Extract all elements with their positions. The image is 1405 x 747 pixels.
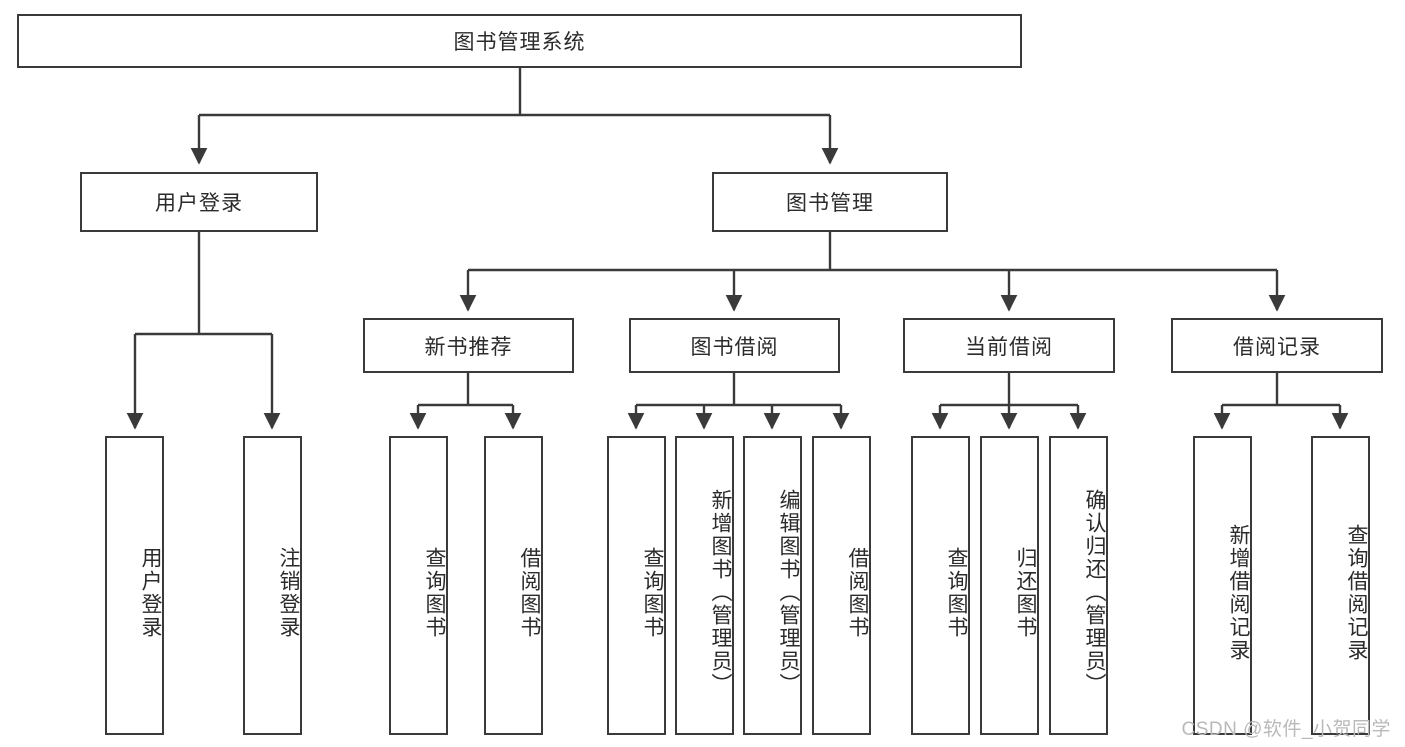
node-label: 查询图书 (423, 546, 446, 639)
node-leaf-borrow-book-recommend[interactable]: 借阅图书 (484, 436, 543, 735)
node-label: 当前借阅 (965, 335, 1053, 359)
node-book-management[interactable]: 图书管理 (712, 172, 948, 232)
node-new-book-recommend[interactable]: 新书推荐 (363, 318, 574, 373)
node-leaf-return-book[interactable]: 归还图书 (980, 436, 1039, 735)
node-label: 借阅图书 (846, 546, 869, 639)
node-leaf-query-borrow-record[interactable]: 查询借阅记录 (1311, 436, 1370, 735)
node-label: 图书管理 (786, 192, 874, 215)
node-leaf-borrow-book[interactable]: 借阅图书 (812, 436, 871, 735)
node-leaf-add-book-admin[interactable]: 新增图书（管理员） (675, 436, 734, 735)
node-leaf-confirm-return-admin[interactable]: 确认归还（管理员） (1049, 436, 1108, 735)
node-leaf-query-book-borrow[interactable]: 查询图书 (607, 436, 666, 735)
node-label: 新书推荐 (424, 335, 513, 359)
node-label: 新增图书（管理员） (709, 489, 732, 696)
node-root-book-management-system[interactable]: 图书管理系统 (17, 14, 1022, 68)
node-leaf-edit-book-admin[interactable]: 编辑图书（管理员） (743, 436, 802, 735)
node-label: 用户登录 (139, 546, 162, 639)
node-label: 编辑图书（管理员） (777, 489, 800, 696)
node-current-borrow[interactable]: 当前借阅 (903, 318, 1115, 373)
node-label: 用户登录 (155, 192, 243, 215)
watermark-text: CSDN @软件_小贺同学 (1181, 719, 1391, 740)
node-leaf-logout[interactable]: 注销登录 (243, 436, 302, 735)
node-label: 图书借阅 (690, 335, 779, 359)
node-label: 查询图书 (641, 546, 664, 639)
node-leaf-user-login[interactable]: 用户登录 (105, 436, 164, 735)
node-user-login[interactable]: 用户登录 (80, 172, 318, 232)
node-leaf-query-book-current[interactable]: 查询图书 (911, 436, 970, 735)
node-leaf-query-book-recommend[interactable]: 查询图书 (389, 436, 448, 735)
node-label: 查询借阅记录 (1345, 523, 1368, 662)
node-label: 新增借阅记录 (1227, 523, 1250, 662)
node-label: 查询图书 (945, 546, 968, 639)
node-borrow-record[interactable]: 借阅记录 (1171, 318, 1383, 373)
node-label: 归还图书 (1014, 546, 1037, 639)
node-label: 注销登录 (277, 546, 300, 639)
node-label: 借阅记录 (1233, 335, 1321, 359)
node-label: 借阅图书 (518, 546, 541, 639)
node-label: 图书管理系统 (453, 31, 586, 54)
node-book-borrow[interactable]: 图书借阅 (629, 318, 840, 373)
node-leaf-add-borrow-record[interactable]: 新增借阅记录 (1193, 436, 1252, 735)
node-label: 确认归还（管理员） (1083, 489, 1106, 696)
